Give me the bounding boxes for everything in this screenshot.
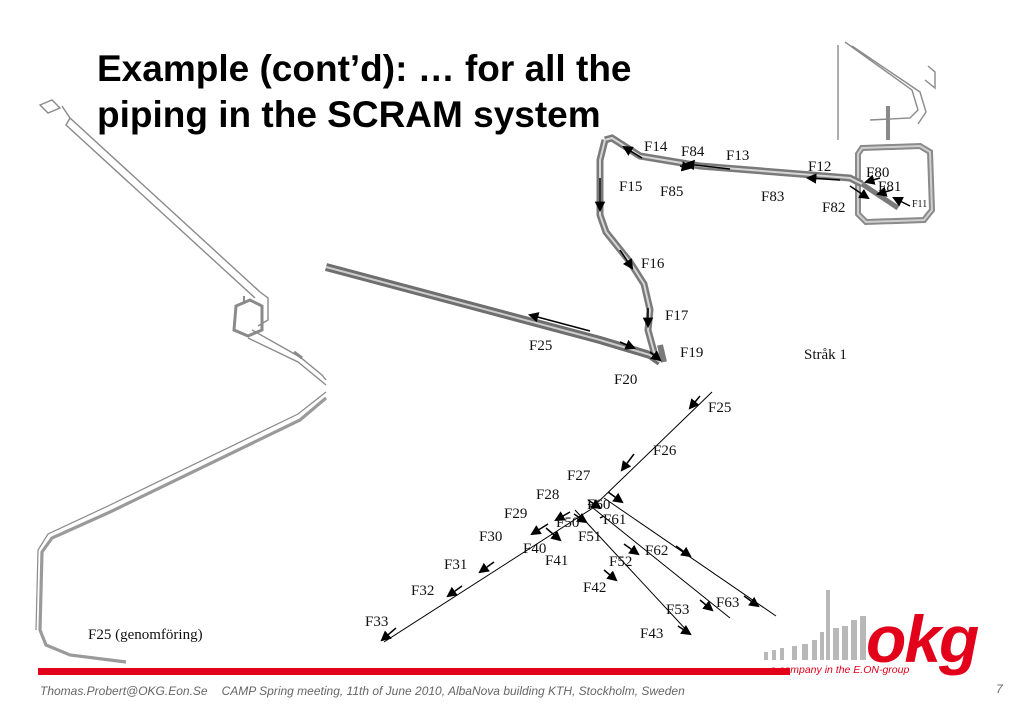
label-f80: F80 xyxy=(866,165,889,181)
label-strak-1: Stråk 1 xyxy=(804,347,847,363)
label-f62: F62 xyxy=(645,543,668,559)
label-f29: F29 xyxy=(504,506,527,522)
label-f53: F53 xyxy=(666,602,689,618)
label-f51: F51 xyxy=(578,529,601,545)
footer-email: Thomas.Probert@OKG.Eon.Se xyxy=(40,684,208,698)
label-f63: F63 xyxy=(716,595,739,611)
label-f84: F84 xyxy=(681,144,705,160)
label-f42: F42 xyxy=(583,580,606,596)
label-f28: F28 xyxy=(536,487,559,503)
label-f60: F60 xyxy=(587,497,610,513)
slide-title-line-1: Example (cont’d): … for all the xyxy=(97,48,632,89)
pipe-labels: F14 F84 F13 F12 F80 F81 F11 F15 F85 F83 … xyxy=(88,139,927,643)
footer-text: Thomas.Probert@OKG.Eon.Se CAMP Spring mee… xyxy=(40,684,685,698)
label-f85: F85 xyxy=(660,184,683,200)
left-pipe-drawing xyxy=(35,99,328,664)
label-f14: F14 xyxy=(644,139,668,155)
label-f25-right: F25 xyxy=(708,400,731,416)
flow-arrows-upper xyxy=(527,145,911,362)
page-number: 7 xyxy=(996,682,1003,696)
label-f41: F41 xyxy=(545,553,568,569)
label-f31: F31 xyxy=(444,557,467,573)
slide-title-line-2: piping in the SCRAM system xyxy=(97,94,601,135)
flow-arrows-lower xyxy=(380,395,760,642)
footer-event: CAMP Spring meeting, 11th of June 2010, … xyxy=(221,684,685,698)
label-f61: F61 xyxy=(603,512,626,528)
label-f20: F20 xyxy=(614,372,637,388)
label-f40: F40 xyxy=(523,541,546,557)
label-f15: F15 xyxy=(619,179,642,195)
footer-red-bar xyxy=(38,668,790,675)
label-f16: F16 xyxy=(641,256,665,272)
slide-title: Example (cont’d): … for all the piping i… xyxy=(97,46,737,138)
label-f32: F32 xyxy=(411,583,434,599)
label-f81: F81 xyxy=(878,179,901,195)
label-f27: F27 xyxy=(567,468,591,484)
label-f82: F82 xyxy=(822,200,845,216)
okg-logo: okg xyxy=(866,602,979,676)
label-f17: F17 xyxy=(665,308,689,324)
okg-skyline-graphic xyxy=(764,590,866,660)
logo-tagline: - a company in the E.ON-group xyxy=(764,664,910,676)
label-f11: F11 xyxy=(912,199,927,210)
label-f19: F19 xyxy=(680,345,703,361)
label-f83: F83 xyxy=(761,189,784,205)
label-f13: F13 xyxy=(726,148,749,164)
label-f30: F30 xyxy=(479,529,502,545)
label-f25-top: F25 xyxy=(529,338,552,354)
label-f25-genomforing: F25 (genomföring) xyxy=(88,627,203,643)
label-f33: F33 xyxy=(365,614,388,630)
label-f12: F12 xyxy=(808,159,831,175)
label-f43: F43 xyxy=(640,626,663,642)
label-f52: F52 xyxy=(609,554,632,570)
label-f26: F26 xyxy=(653,443,677,459)
label-f50: F50 xyxy=(556,515,579,531)
